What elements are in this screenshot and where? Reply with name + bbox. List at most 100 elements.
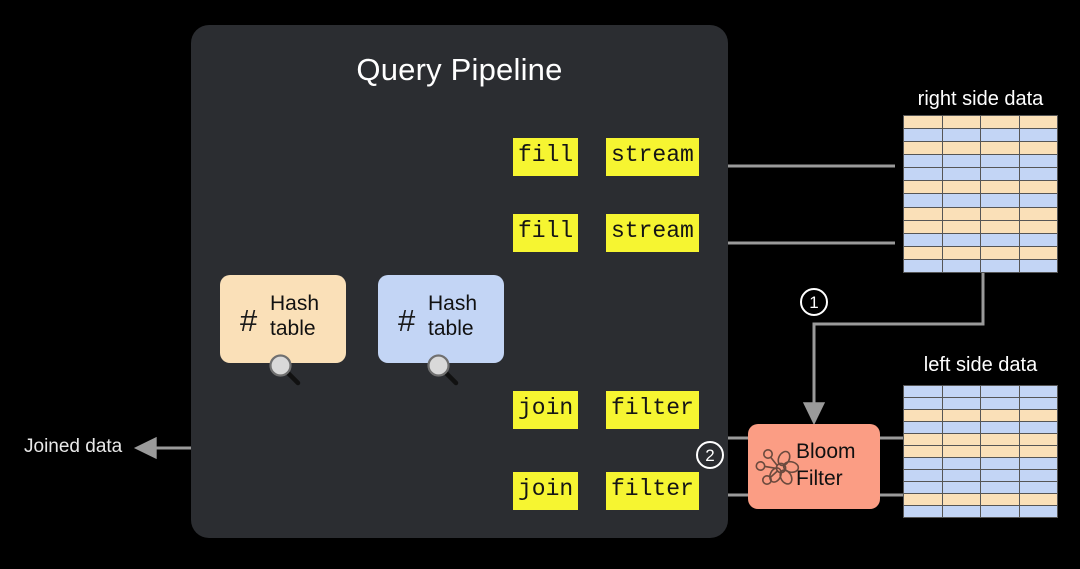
table-cell bbox=[942, 194, 980, 207]
chip-join-bottom[interactable]: join bbox=[513, 472, 579, 510]
table-cell bbox=[942, 142, 980, 155]
table-row bbox=[904, 246, 1057, 259]
table-cell bbox=[942, 181, 980, 194]
table-cell bbox=[942, 246, 980, 259]
hash-icon: # bbox=[398, 303, 416, 338]
table-row bbox=[904, 181, 1057, 194]
table-row bbox=[904, 168, 1057, 181]
table-cell bbox=[942, 470, 980, 481]
table-row bbox=[904, 506, 1057, 517]
chip-join-top[interactable]: join bbox=[513, 391, 579, 429]
magnifier-icon-orange[interactable] bbox=[267, 352, 301, 386]
table-cell bbox=[942, 434, 980, 445]
table-cell bbox=[904, 446, 942, 457]
table-cell bbox=[904, 494, 942, 505]
table-cell bbox=[904, 142, 942, 155]
table-cell bbox=[904, 386, 942, 397]
chip-filter-top[interactable]: filter bbox=[606, 391, 699, 429]
hash-table-blue-label: Hash table bbox=[428, 291, 477, 341]
hash-label-line1: Hash bbox=[270, 292, 320, 315]
chip-stream-bottom[interactable]: stream bbox=[606, 214, 699, 252]
table-cell bbox=[942, 129, 980, 142]
step-marker-1: 1 bbox=[800, 288, 828, 316]
table-row bbox=[904, 155, 1057, 168]
table-cell bbox=[1019, 482, 1057, 493]
right-side-data-label: right side data bbox=[917, 88, 1044, 110]
table-cell bbox=[904, 129, 942, 142]
table-cell bbox=[904, 470, 942, 481]
table-cell bbox=[942, 398, 980, 409]
table-cell bbox=[981, 246, 1019, 259]
table-cell bbox=[904, 434, 942, 445]
table-row bbox=[904, 434, 1057, 445]
table-cell bbox=[904, 506, 942, 517]
table-cell bbox=[942, 458, 980, 469]
right-side-data-table bbox=[903, 115, 1058, 273]
table-cell bbox=[981, 168, 1019, 181]
table-cell bbox=[904, 181, 942, 194]
chip-fill-bottom[interactable]: fill bbox=[513, 214, 579, 252]
hash-label-line2: table bbox=[270, 317, 316, 340]
bloom-filter-box[interactable]: Bloom Filter bbox=[748, 424, 880, 509]
table-cell bbox=[942, 233, 980, 246]
hash-table-orange[interactable]: # Hash table bbox=[220, 275, 346, 363]
table-cell bbox=[981, 446, 1019, 457]
table-row bbox=[904, 259, 1057, 272]
table-row bbox=[904, 386, 1057, 397]
hash-icon: # bbox=[240, 303, 258, 338]
table-cell bbox=[904, 458, 942, 469]
table-cell bbox=[904, 259, 942, 272]
table-cell bbox=[981, 142, 1019, 155]
table-cell bbox=[904, 220, 942, 233]
left-side-data-table bbox=[903, 385, 1058, 518]
table-cell bbox=[904, 194, 942, 207]
table-cell bbox=[904, 246, 942, 259]
chip-stream-top[interactable]: stream bbox=[606, 138, 699, 176]
table-cell bbox=[981, 155, 1019, 168]
chip-filter-bottom[interactable]: filter bbox=[606, 472, 699, 510]
table-cell bbox=[1019, 434, 1057, 445]
table-cell bbox=[904, 398, 942, 409]
bloom-label-line1: Bloom bbox=[796, 440, 856, 463]
table-cell bbox=[981, 207, 1019, 220]
table-cell bbox=[981, 506, 1019, 517]
hash-label-line2: table bbox=[428, 317, 474, 340]
magnifier-icon-blue[interactable] bbox=[425, 352, 459, 386]
table-cell bbox=[1019, 168, 1057, 181]
table-cell bbox=[1019, 194, 1057, 207]
chip-fill-top[interactable]: fill bbox=[513, 138, 579, 176]
table-row bbox=[904, 458, 1057, 469]
table-cell bbox=[1019, 506, 1057, 517]
table-cell bbox=[942, 386, 980, 397]
table-cell bbox=[981, 422, 1019, 433]
table-cell bbox=[942, 155, 980, 168]
table-cell bbox=[942, 410, 980, 421]
table-cell bbox=[942, 207, 980, 220]
table-cell bbox=[942, 446, 980, 457]
table-cell bbox=[1019, 207, 1057, 220]
table-cell bbox=[942, 422, 980, 433]
table-cell bbox=[981, 233, 1019, 246]
table-cell bbox=[904, 422, 942, 433]
table-cell bbox=[904, 410, 942, 421]
table-cell bbox=[981, 434, 1019, 445]
table-cell bbox=[981, 220, 1019, 233]
table-cell bbox=[942, 259, 980, 272]
bloom-filter-label: Bloom Filter bbox=[796, 438, 856, 492]
table-row bbox=[904, 470, 1057, 481]
table-cell bbox=[904, 116, 942, 129]
table-cell bbox=[1019, 181, 1057, 194]
hash-table-blue[interactable]: # Hash table bbox=[378, 275, 504, 363]
table-cell bbox=[1019, 129, 1057, 142]
table-cell bbox=[981, 494, 1019, 505]
table-cell bbox=[942, 168, 980, 181]
table-cell bbox=[981, 194, 1019, 207]
table-cell bbox=[904, 207, 942, 220]
table-row bbox=[904, 410, 1057, 421]
table-cell bbox=[981, 398, 1019, 409]
table-row bbox=[904, 494, 1057, 505]
table-cell bbox=[942, 116, 980, 129]
table-cell bbox=[981, 458, 1019, 469]
table-cell bbox=[904, 168, 942, 181]
